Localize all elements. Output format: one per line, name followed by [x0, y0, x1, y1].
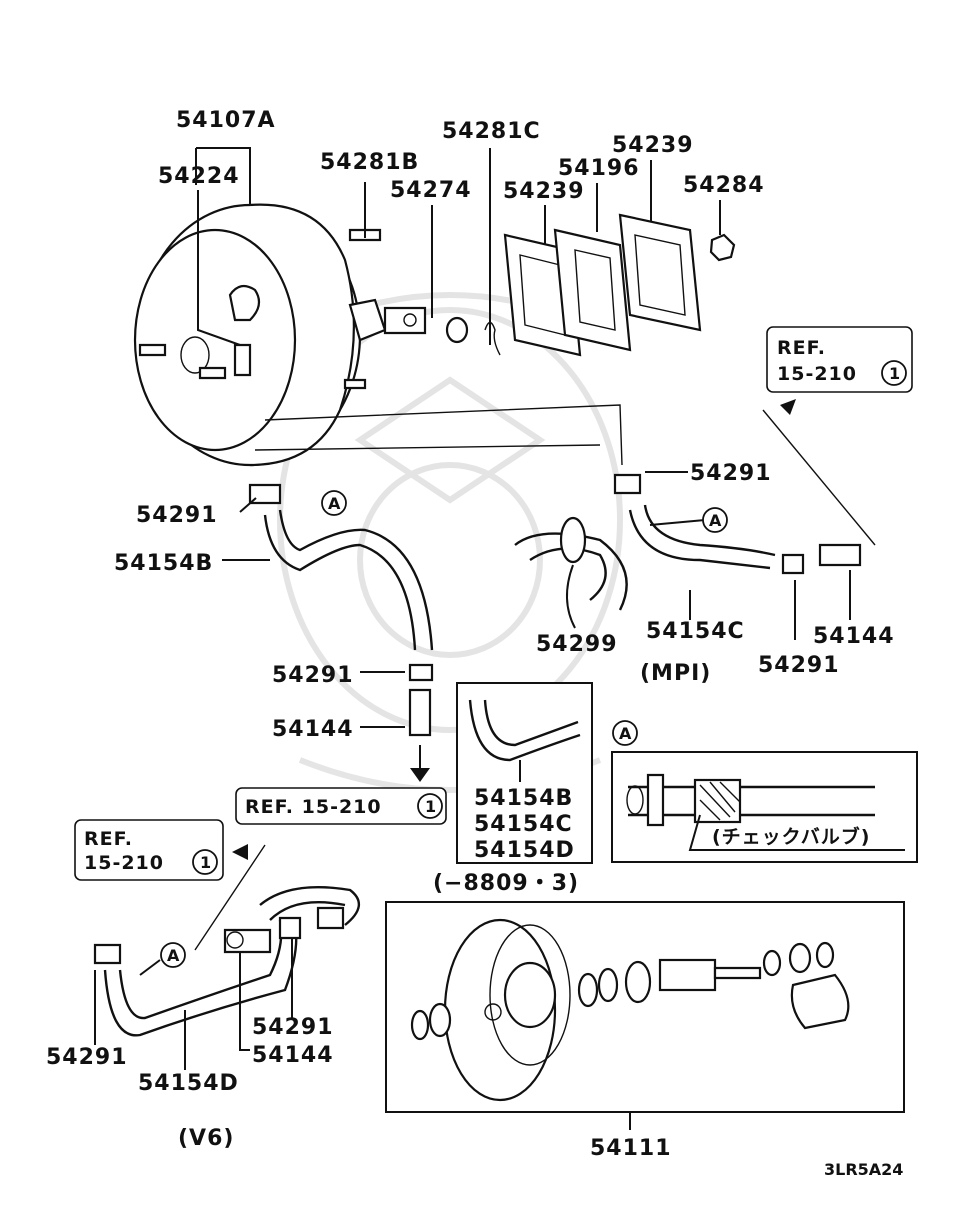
svg-text:15-210: 15-210 — [777, 363, 857, 385]
check-valve-detail — [626, 773, 905, 851]
figure-code: 3LR5A24 — [824, 1160, 903, 1179]
label-inset-hose-b: 54154B — [474, 786, 573, 811]
label-clamp-mpi-top: 54291 — [690, 461, 772, 486]
callout-a-left: A — [321, 490, 347, 516]
ref-box-mpi: REF. 15-210 1 — [766, 326, 913, 393]
label-fitting-v6: 54144 — [252, 1043, 334, 1068]
label-hose-b: 54154B — [114, 551, 213, 576]
label-clamp-center: 54291 — [272, 663, 354, 688]
ref-box-center: REF. 15-210 1 — [235, 787, 447, 825]
callout-a-detail: A — [612, 720, 638, 746]
svg-text:REF.: REF. — [777, 337, 826, 359]
part-labels: 54107A 54224 54281B 54281C 54274 54239 5… — [46, 108, 895, 1161]
gasket-stack — [503, 213, 736, 357]
label-spacer: 54196 — [558, 156, 640, 181]
svg-text:1: 1 — [200, 853, 211, 872]
svg-text:1: 1 — [425, 797, 436, 816]
label-clamp-left-top: 54291 — [136, 503, 218, 528]
svg-text:A: A — [619, 724, 632, 743]
caption-v6: (V6) — [178, 1126, 234, 1151]
label-hose-c: 54154C — [646, 619, 745, 644]
svg-text:REF.: REF. — [84, 828, 133, 850]
callout-a-v6: A — [160, 942, 186, 968]
label-master-cyl-kit: 54111 — [590, 1136, 672, 1161]
label-inset-hose-c: 54154C — [474, 812, 573, 837]
caption-check-valve-jp: (チェックバルブ) — [712, 825, 870, 848]
label-inset-hose-d: 54154D — [474, 838, 575, 863]
svg-text:1: 1 — [889, 364, 900, 383]
label-clamp-mpi-right: 54291 — [758, 653, 840, 678]
hose-b-assembly — [222, 404, 623, 782]
label-booster-assy: 54107A — [176, 108, 276, 133]
repair-kit-parts — [410, 918, 850, 1130]
caption-mpi: (MPI) — [640, 661, 711, 686]
svg-text:15-210: 15-210 — [84, 852, 164, 874]
label-hose-d: 54154D — [138, 1071, 239, 1096]
label-pin-b: 54281B — [320, 150, 419, 175]
hose-variant-shape-inner — [483, 699, 579, 747]
svg-text:A: A — [709, 511, 722, 530]
ref-box-v6: REF. 15-210 1 — [74, 819, 248, 881]
label-gasket-2: 54239 — [612, 133, 694, 158]
svg-text:A: A — [167, 946, 180, 965]
label-pin-c: 54281C — [442, 119, 541, 144]
hose-variant-shape — [468, 699, 581, 762]
svg-text:A: A — [328, 494, 341, 513]
label-nut: 54284 — [683, 173, 765, 198]
label-clamp-v6-left: 54291 — [46, 1045, 128, 1070]
label-fitting-center: 54144 — [272, 717, 354, 742]
caption-date-range: (−8809・3) — [433, 871, 579, 896]
brake-booster — [133, 203, 501, 467]
hose-c-assembly — [514, 399, 876, 640]
callout-a-mpi: A — [702, 507, 728, 533]
label-fitting-mpi: 54144 — [813, 624, 895, 649]
label-clamp-v6-right: 54291 — [252, 1015, 334, 1040]
leader-lines-top — [195, 147, 721, 346]
label-gasket-1: 54239 — [503, 179, 585, 204]
label-check-valve: 54224 — [158, 164, 240, 189]
label-clip-mpi: 54299 — [536, 632, 618, 657]
captions: (MPI) (−8809・3) (V6) (チェックバルブ) 3LR5A24 — [178, 661, 903, 1179]
hose-variants-box — [456, 682, 593, 864]
hose-d-assembly — [93, 844, 360, 1070]
svg-text:REF. 15-210: REF. 15-210 — [245, 796, 382, 818]
label-washer: 54274 — [390, 178, 472, 203]
